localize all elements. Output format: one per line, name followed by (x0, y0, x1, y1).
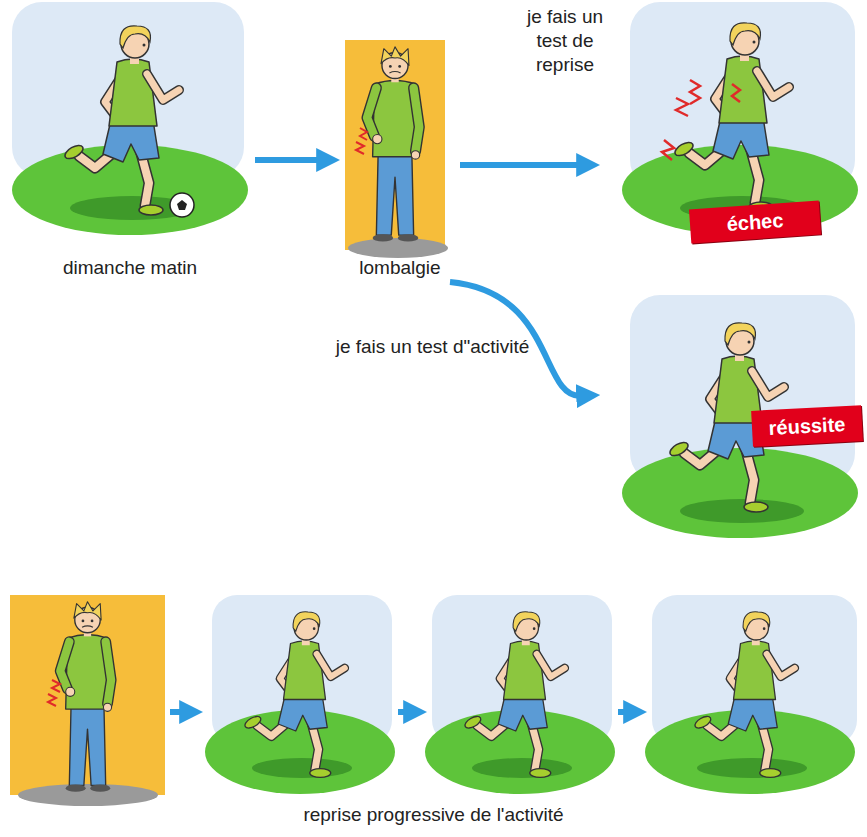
floor-shadow (348, 238, 448, 258)
edge-label: je fais un test de reprise (515, 5, 615, 77)
status-tag: échec (689, 201, 821, 244)
pain-background (345, 40, 445, 250)
shadow (252, 758, 352, 778)
pain-mark (356, 142, 364, 154)
shadow (472, 758, 572, 778)
ball (170, 193, 194, 217)
pain-mark (48, 694, 56, 706)
failed-test-scene (622, 2, 858, 235)
pain-mark (662, 140, 674, 160)
standing-figure (367, 47, 420, 242)
edge-label: je fais un test d"activité (335, 335, 530, 359)
shadow (680, 499, 804, 523)
step-arrow (170, 709, 184, 715)
pain-mark (52, 680, 60, 692)
pain-mark (732, 84, 740, 102)
standing-figure (60, 602, 111, 792)
pain-mark (676, 98, 688, 116)
grass (622, 145, 858, 235)
flow-arrow (460, 162, 581, 168)
status-tag: réussite (751, 405, 863, 447)
row-caption: reprise progressive de l'activité (0, 803, 867, 827)
grass (12, 145, 248, 235)
scene-panel: réussite (600, 290, 862, 555)
scene-panel: échec (600, 0, 862, 250)
step-arrow (618, 709, 628, 715)
scene-panel: lombalgie (340, 35, 460, 282)
floor-shadow (18, 784, 158, 806)
successful-test-scene (622, 295, 858, 538)
ball-patch (177, 200, 187, 210)
pain-mark (360, 128, 367, 140)
grass (622, 448, 858, 538)
status-text: réussite (768, 413, 846, 439)
shadow (697, 758, 807, 778)
step-arrow (398, 709, 408, 715)
pain-mark (690, 80, 700, 104)
panel-caption: dimanche matin (5, 256, 255, 280)
runner-figure (693, 612, 795, 778)
flow-arrow (255, 157, 321, 163)
football-scene (12, 2, 248, 235)
runner-figure (673, 23, 789, 212)
runner-figure (243, 612, 345, 778)
panel-caption: lombalgie (340, 256, 460, 280)
back-pain-scene (345, 40, 448, 258)
runner-figure (63, 26, 179, 215)
runner-figure (463, 612, 565, 778)
status-text: échec (726, 209, 784, 235)
pain-background (10, 595, 165, 795)
scene-panel: dimanche matin (5, 0, 255, 282)
progressive-return-row (10, 595, 857, 806)
